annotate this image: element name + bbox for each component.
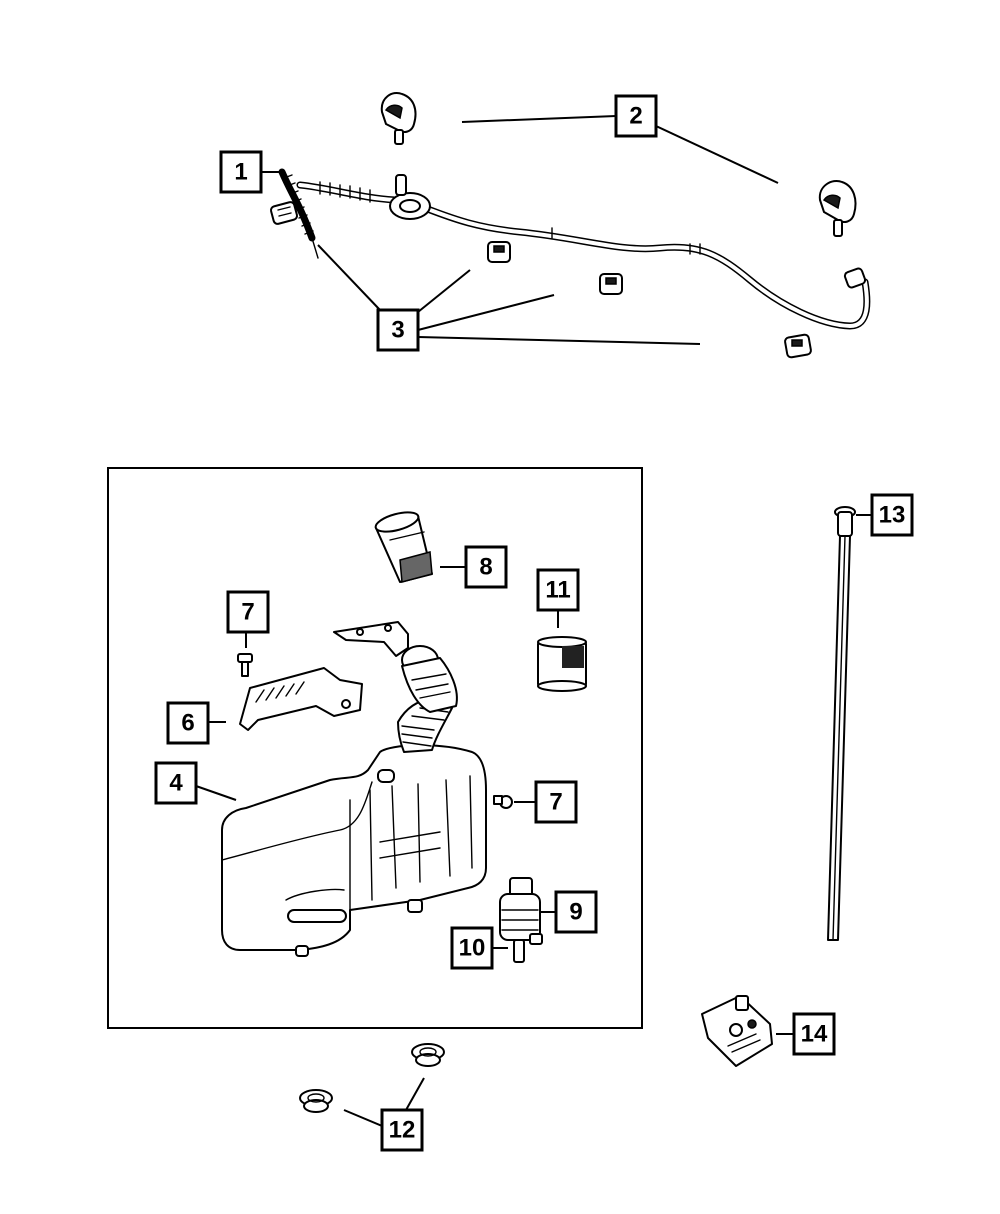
hose-clip-2 — [487, 241, 511, 263]
hose-clip-3 — [599, 273, 623, 295]
filler-neck — [333, 621, 458, 753]
callout-7-lower: 7 — [534, 780, 578, 824]
leader-3a — [317, 244, 381, 311]
leader-12a — [343, 1109, 383, 1127]
grommet-lower — [299, 1089, 333, 1113]
callout-14-label: 14 — [801, 1021, 828, 1048]
callout-7-upper-label: 7 — [241, 599, 254, 626]
callout-8: 8 — [464, 545, 508, 589]
callout-3-label: 3 — [391, 317, 404, 344]
fluid-level-rod — [827, 506, 856, 941]
callout-9-label: 9 — [569, 899, 582, 926]
callout-14: 14 — [792, 1012, 836, 1056]
leader-3d — [417, 336, 701, 345]
grommet-upper — [411, 1043, 445, 1067]
callout-4: 4 — [154, 761, 198, 805]
callout-7-lower-label: 7 — [549, 789, 562, 816]
washer-pump — [499, 877, 543, 963]
callout-13-label: 13 — [879, 502, 906, 529]
reservoir-group-frame — [107, 467, 643, 1029]
pump-grommet — [537, 636, 587, 692]
callout-9: 9 — [554, 890, 598, 934]
callout-3: 3 — [376, 308, 420, 352]
callout-11-label: 11 — [545, 577, 570, 604]
screw-upper — [237, 653, 253, 677]
leader-2b — [655, 125, 779, 184]
callout-6-label: 6 — [181, 710, 194, 737]
callout-1: 1 — [219, 150, 263, 194]
hose-clip-4 — [784, 333, 812, 359]
screw-lower — [493, 795, 513, 809]
filler-tube — [374, 511, 433, 583]
callout-1-label: 1 — [234, 159, 247, 186]
callout-2: 2 — [614, 94, 658, 138]
callout-7-upper: 7 — [226, 590, 270, 634]
washer-nozzle-left — [380, 92, 417, 145]
callout-11: 11 — [536, 568, 580, 612]
leader-3b — [417, 269, 471, 313]
washer-nozzle-right — [818, 180, 857, 237]
leader-12b — [405, 1077, 425, 1111]
callout-6: 6 — [166, 701, 210, 745]
callout-4-label: 4 — [169, 770, 183, 797]
leader-2a — [461, 115, 617, 123]
reservoir-bracket — [239, 667, 363, 731]
callout-10-label: 10 — [459, 935, 486, 962]
callout-12: 12 — [380, 1108, 424, 1152]
leader-3c — [417, 294, 555, 331]
callout-12-label: 12 — [389, 1117, 416, 1144]
washer-hose-assembly — [278, 168, 871, 330]
leader-4 — [195, 785, 237, 801]
callout-8-label: 8 — [479, 554, 492, 581]
hose-clip-1 — [269, 201, 299, 225]
caution-label-plate — [701, 995, 773, 1067]
callout-10: 10 — [450, 926, 494, 970]
callout-2-label: 2 — [629, 103, 642, 130]
washer-reservoir — [221, 744, 487, 957]
callout-13: 13 — [870, 493, 914, 537]
